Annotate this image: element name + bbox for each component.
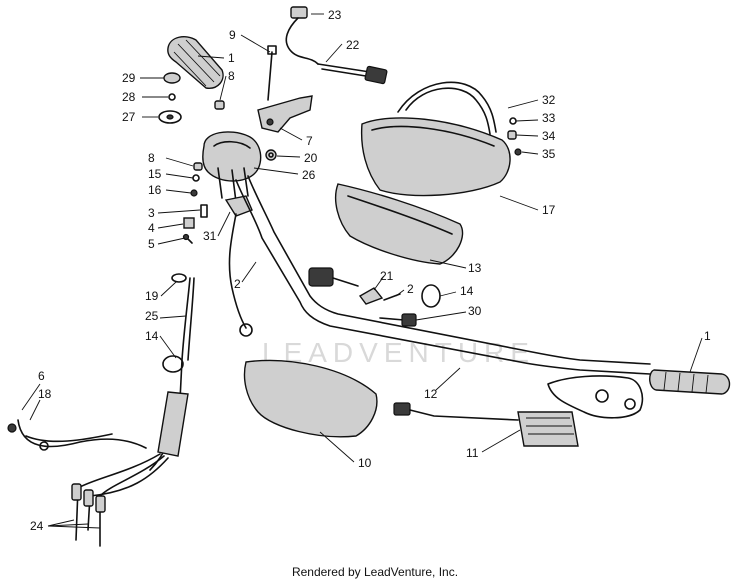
- callout-11: 11: [466, 446, 479, 460]
- callout-2b: 2: [407, 282, 414, 296]
- part-throttle-assembly: [547, 375, 644, 419]
- part-pad-13: [334, 183, 464, 265]
- part-handlebar-12: [235, 175, 651, 375]
- callout-35: 35: [542, 147, 556, 161]
- part-block-4: [183, 217, 195, 229]
- part-screw-5: [182, 233, 193, 244]
- callout-26: 26: [302, 168, 316, 182]
- part-grip-right: [649, 369, 731, 395]
- render-credit: Rendered by LeadVenture, Inc.: [291, 565, 459, 579]
- callout-33: 33: [542, 111, 556, 125]
- part-nut-34: [507, 130, 517, 140]
- part-clamp-14a: [421, 284, 441, 308]
- callout-1b: 1: [704, 329, 711, 343]
- part-grommet-19: [171, 273, 187, 283]
- callout-13: 13: [468, 261, 482, 275]
- part-cover-17: [360, 117, 511, 197]
- callout-30: 30: [468, 304, 482, 318]
- callout-15: 15: [148, 167, 162, 181]
- callout-29: 29: [122, 71, 136, 85]
- callout-8: 8: [228, 69, 235, 83]
- part-cable-housing: [157, 391, 189, 457]
- part-wire-2a: [228, 213, 253, 337]
- part-cap-29: [163, 72, 181, 84]
- callout-20: 20: [304, 151, 318, 165]
- callout-5: 5: [148, 237, 155, 251]
- part-washer-15: [192, 174, 200, 182]
- part-cover-10: [243, 359, 378, 438]
- part-grip-left: [167, 36, 224, 89]
- callout-18: 18: [38, 387, 52, 401]
- callout-21: 21: [380, 269, 394, 283]
- callout-34: 34: [542, 129, 556, 143]
- part-screw-35: [514, 148, 522, 156]
- callout-9: 9: [229, 28, 236, 42]
- part-housing-26: [202, 131, 262, 203]
- callout-3: 3: [148, 206, 155, 220]
- part-switch-21: [308, 267, 359, 287]
- part-screw-16: [190, 189, 198, 197]
- callout-7: 7: [306, 134, 313, 148]
- callout-17: 17: [542, 203, 556, 217]
- callout-2: 2: [234, 277, 241, 291]
- part-nut-8: [214, 100, 225, 110]
- part-washer-28: [168, 93, 176, 101]
- callout-23: 23: [328, 8, 342, 22]
- callout-14: 14: [460, 284, 474, 298]
- callout-12: 12: [424, 387, 438, 401]
- callout-16: 16: [148, 183, 162, 197]
- part-clip-21b: [358, 287, 384, 305]
- part-connector-30: [379, 313, 417, 327]
- callout-31: 31: [203, 229, 217, 243]
- part-wire-switch: [285, 6, 319, 65]
- part-bracket-7: [257, 95, 313, 133]
- callout-19: 19: [145, 289, 159, 303]
- callout-24: 24: [30, 519, 44, 533]
- part-washer-33: [509, 117, 517, 125]
- part-bolt-9: [267, 45, 277, 101]
- part-nut-8b: [193, 162, 203, 171]
- part-cable-6-18: [7, 419, 147, 451]
- callout-4: 4: [148, 221, 155, 235]
- callout-6: 6: [38, 369, 45, 383]
- part-wire-harness: [317, 63, 388, 85]
- part-heater-11: [393, 402, 579, 447]
- leader-lines: [21, 13, 703, 529]
- callout-8b: 8: [148, 151, 155, 165]
- callout-28: 28: [122, 90, 136, 104]
- part-clamp-14b: [162, 355, 184, 373]
- part-clip-3: [200, 204, 208, 218]
- part-cable-32: [397, 81, 497, 135]
- callout-22: 22: [346, 38, 360, 52]
- callout-14b: 14: [145, 329, 159, 343]
- callout-1: 1: [228, 51, 235, 65]
- callout-27: 27: [122, 110, 136, 124]
- part-cables-24: [71, 453, 169, 547]
- callout-25: 25: [145, 309, 159, 323]
- part-mount-27: [158, 110, 182, 124]
- callout-32: 32: [542, 93, 556, 107]
- callout-10: 10: [358, 456, 372, 470]
- part-nut-20: [265, 149, 277, 161]
